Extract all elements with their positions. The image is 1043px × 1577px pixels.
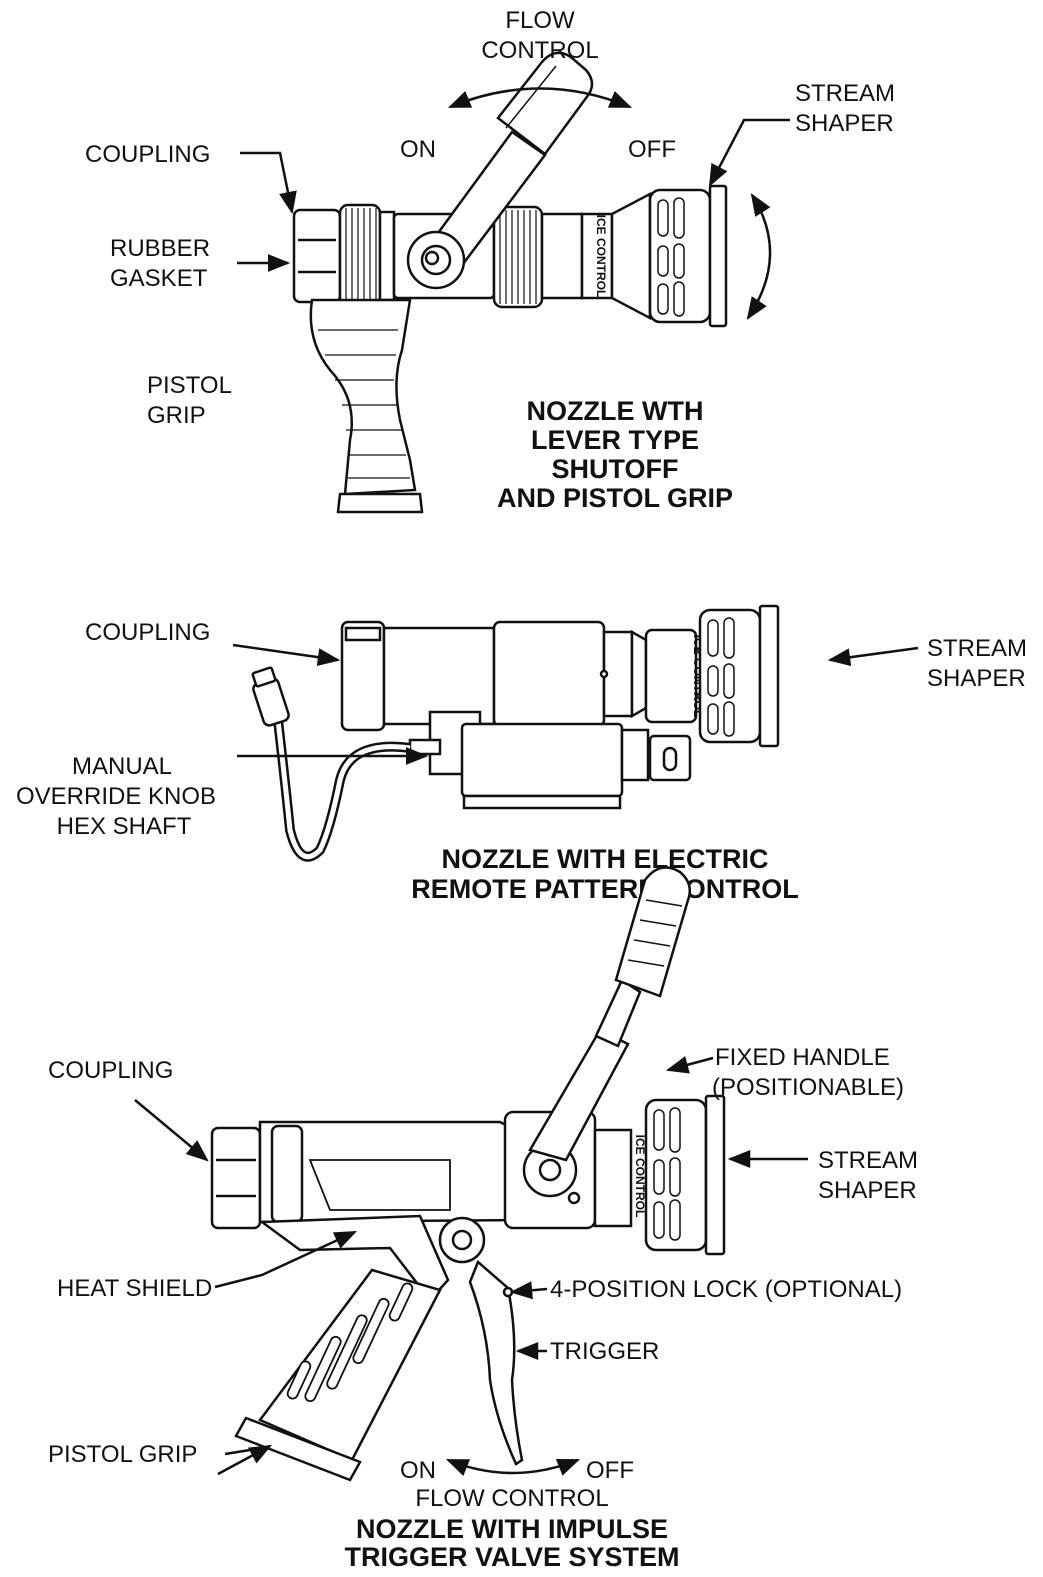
coupling-arrow — [232, 643, 341, 667]
coupling-label: COUPLING — [85, 141, 210, 168]
stream-shaper-arrow — [708, 118, 790, 187]
fixed-handle-arrow — [665, 1056, 714, 1074]
fixed-handle-label-2: (POSITIONABLE) — [712, 1074, 904, 1101]
fixed-handle-label-1: FIXED HANDLE — [715, 1044, 890, 1071]
nozzle-impulse-drawing: ICE CONTROL — [210, 866, 726, 1482]
trigger-label: TRIGGER — [550, 1338, 659, 1365]
on-label: ON — [400, 136, 436, 163]
pistol-grip-part — [309, 298, 417, 496]
coupling-arrow — [134, 1099, 209, 1162]
title-line: LEVER TYPE — [531, 425, 699, 455]
coupling-part — [292, 208, 342, 304]
stream-shaper-label-2: SHAPER — [927, 665, 1026, 692]
title-line: NOZZLE WITH IMPULSE — [356, 1514, 668, 1544]
lock-arrow — [509, 1281, 548, 1300]
title-line: AND PISTOL GRIP — [497, 483, 733, 513]
off-label: OFF — [586, 1457, 634, 1484]
title-line: REMOTE PATTERN CONTROL — [411, 874, 798, 904]
stream-shaper-label-1: STREAM — [818, 1147, 918, 1174]
stream-shaper-arrow — [827, 646, 919, 667]
nozzle-electric-diagram: ICE CONTROL — [16, 604, 1027, 904]
nozzle-electric-drawing: ICE CONTROL — [251, 604, 780, 862]
flow-control-label-2: CONTROL — [481, 37, 598, 64]
nozzle-lever-drawing: ICE CONTROL — [292, 51, 728, 514]
heat-shield-arrow — [214, 1230, 358, 1289]
flow-control-label: FLOW CONTROL — [415, 1485, 608, 1512]
manual-override-label-1: MANUAL — [72, 753, 172, 780]
flow-control-label-1: FLOW — [505, 7, 575, 34]
lock-label: 4-POSITION LOCK (OPTIONAL) — [550, 1276, 902, 1303]
shaper-rotation-arc — [746, 193, 772, 320]
pistol-grip-label: PISTOL GRIP — [48, 1441, 197, 1468]
coupling-label: COUPLING — [48, 1057, 173, 1084]
title-line: NOZZLE WITH ELECTRIC — [442, 844, 769, 874]
title-line: NOZZLE WTH — [527, 396, 704, 426]
pistol-grip-label-2: GRIP — [147, 402, 206, 429]
stream-shaper-label-2: SHAPER — [795, 110, 894, 137]
manual-override-label-2: OVERRIDE KNOB — [16, 783, 216, 810]
nozzle-impulse-diagram: ICE CONTROL — [48, 866, 918, 1572]
fixed-handle-part — [614, 866, 691, 998]
flow-control-arc — [447, 87, 633, 109]
off-label: OFF — [628, 136, 676, 163]
on-label: ON — [400, 1457, 436, 1484]
coupling-part — [210, 1126, 262, 1230]
manual-override-label-3: HEX SHAFT — [57, 813, 192, 840]
stream-shaper-label-1: STREAM — [927, 635, 1027, 662]
flow-control-arc — [445, 1458, 581, 1476]
stream-shaper-label-1: STREAM — [795, 80, 895, 107]
coupling-label: COUPLING — [85, 619, 210, 646]
pistol-grip-label-1: PISTOL — [147, 372, 232, 399]
stream-shaper-label-2: SHAPER — [818, 1177, 917, 1204]
pistol-grip-part — [258, 1268, 442, 1462]
nozzle-lever-diagram: ICE CONTROL — [85, 7, 895, 1456]
brand-text: ICE CONTROL — [633, 1135, 647, 1218]
coupling-arrow — [240, 151, 297, 215]
title-line: TRIGGER VALVE SYSTEM — [344, 1542, 679, 1572]
title-line: SHUTOFF — [552, 454, 679, 484]
pistol-grip-arrow — [217, 1444, 272, 1476]
rubber-gasket-label-1: RUBBER — [110, 235, 210, 262]
rubber-gasket-label-2: GASKET — [110, 265, 208, 292]
brand-text: ICE CONTROL — [594, 215, 608, 298]
heat-shield-label: HEAT SHIELD — [57, 1275, 212, 1302]
